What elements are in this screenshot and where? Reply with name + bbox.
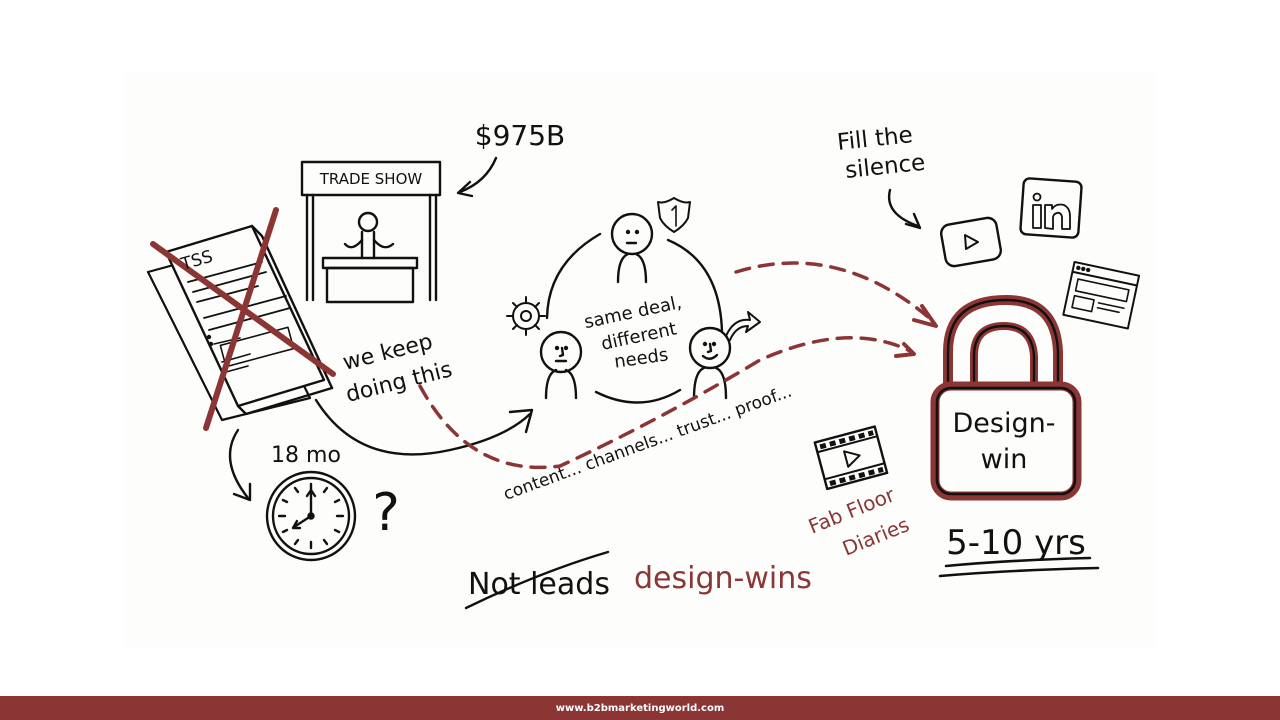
lock-line1: Design-	[953, 408, 1056, 439]
fill-silence-line1: Fill the	[836, 122, 914, 156]
tagline-emphasis: design-wins	[634, 561, 812, 596]
youtube-icon	[940, 216, 1002, 268]
trade-show-sign: TRADE SHOW	[319, 170, 423, 188]
footer-url[interactable]: www.b2bmarketingworld.com	[555, 702, 725, 714]
duration-label: 5-10 yrs	[946, 523, 1086, 563]
stakeholder-icon	[539, 330, 583, 400]
linkedin-icon	[1019, 177, 1083, 239]
film-strip-icon	[813, 425, 889, 491]
lock-line2: win	[981, 444, 1028, 475]
footer-bar: www.b2bmarketingworld.com	[0, 696, 1280, 720]
tagline-struck: Not leads	[468, 567, 610, 602]
stakeholder-icon	[688, 326, 732, 400]
arrow-icon	[458, 156, 498, 194]
arrow-head-icon	[912, 304, 938, 328]
fill-silence-line2: silence	[844, 150, 927, 184]
timeline-label: 18 mo	[271, 443, 341, 468]
gear-icon	[506, 296, 546, 336]
arrow-head-icon	[894, 342, 916, 358]
forward-arrow-icon	[725, 311, 761, 341]
cross-out-mark	[150, 207, 336, 431]
browser-window-icon	[1062, 260, 1141, 330]
stakeholder-icon	[610, 212, 654, 284]
padlock-icon	[930, 295, 1082, 501]
shield-icon	[657, 197, 691, 233]
trade-show-booth-icon	[300, 160, 442, 304]
dashed-path	[418, 261, 936, 470]
arrow-icon	[887, 188, 920, 228]
question-mark-icon: ?	[372, 483, 400, 543]
arrow-icon	[314, 398, 532, 456]
clock-icon	[265, 470, 357, 562]
arrow-icon	[228, 428, 250, 500]
market-size-label: $975B	[475, 119, 565, 152]
path-text: content... channels... trust... proof...	[501, 382, 795, 505]
